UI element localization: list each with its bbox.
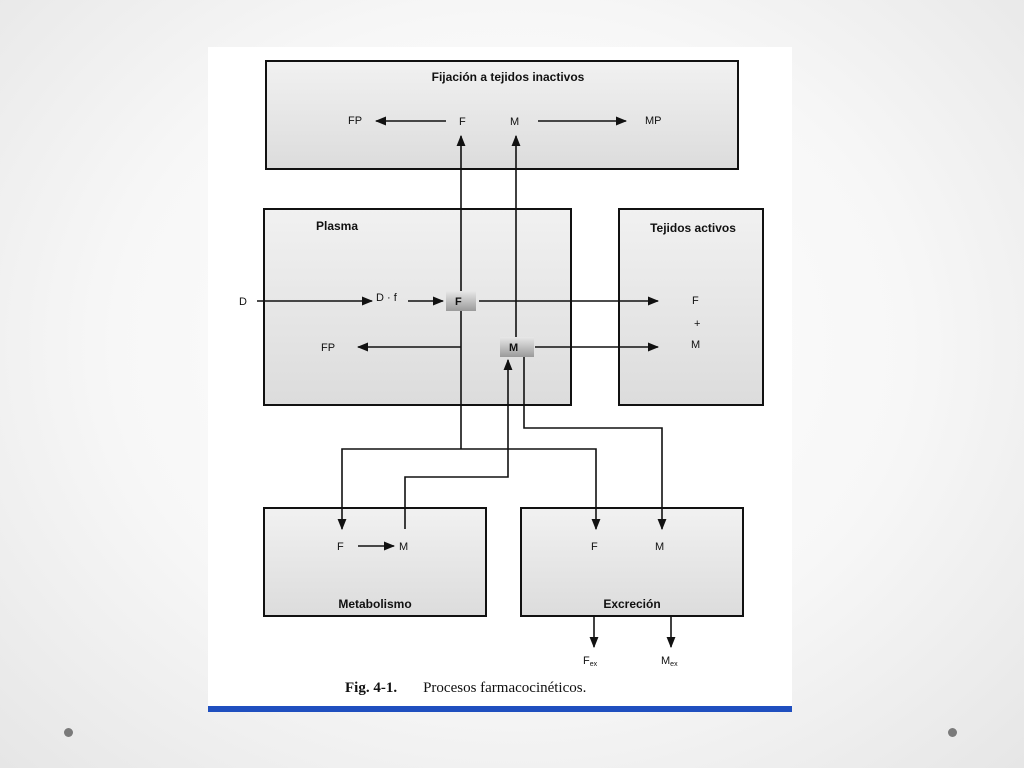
node-fijacion-m: M [510,116,519,128]
node-activos-f: F [692,295,699,307]
slide-corner-dot-right [948,728,957,737]
node-mex-sub: ex [670,661,678,668]
pharmacokinetics-diagram: Fijación a tejidos inactivos Plasma Teji… [239,60,764,668]
figure-caption-label: Fig. 4-1. [345,680,398,696]
node-metab-f: F [337,541,344,553]
box-plasma: Plasma [263,208,572,406]
node-fex-sub: ex [590,661,598,668]
figure-accent-bar [208,706,792,712]
box-tejidos-activos: Tejidos activos [618,208,764,406]
node-activos-m: M [691,339,700,351]
node-excr-m: M [655,541,664,553]
node-fijacion-mp: MP [645,115,662,127]
arrow-metab-m-to-plasma-m [404,358,513,529]
arrow-f-to-metab [337,448,461,531]
node-plasma-fp: FP [321,342,335,354]
arrow-f-to-excr [461,448,601,531]
node-plasma-m: M [509,342,518,354]
box-metabolismo: Metabolismo [263,507,487,617]
slide-corner-dot-left [64,728,73,737]
connector-lines [257,116,676,649]
node-mex: Mex [661,655,678,668]
node-plasma-df: D · f [376,292,398,304]
node-mex-main: M [661,655,670,667]
box-fijacion: Fijación a tejidos inactivos [265,60,739,170]
node-activos-plus: + [694,318,700,330]
figure-caption-text: Procesos farmacocinéticos. [423,680,587,696]
box-tejidos-activos-title: Tejidos activos [650,221,736,235]
node-metab-m: M [399,541,408,553]
node-d-input: D [239,296,247,308]
node-fex: Fex [583,655,598,668]
node-fex-main: F [583,655,590,667]
node-plasma-f-box [446,291,476,311]
node-plasma-f: F [455,296,462,308]
box-excrecion-title: Excreción [603,597,660,611]
node-excr-f: F [591,541,598,553]
box-plasma-title: Plasma [316,219,358,233]
node-fijacion-fp: FP [348,115,362,127]
figure-panel: Fijación a tejidos inactivos Plasma Teji… [208,47,792,712]
figure-caption: Fig. 4-1. Procesos farmacocinéticos. [345,680,586,697]
box-fijacion-title: Fijación a tejidos inactivos [432,70,585,84]
box-metabolismo-title: Metabolismo [338,597,411,611]
node-fijacion-f: F [459,116,466,128]
box-excrecion: Excreción [520,507,744,617]
node-plasma-m-box [500,337,534,357]
arrow-plasma-m-to-excr [523,357,667,531]
